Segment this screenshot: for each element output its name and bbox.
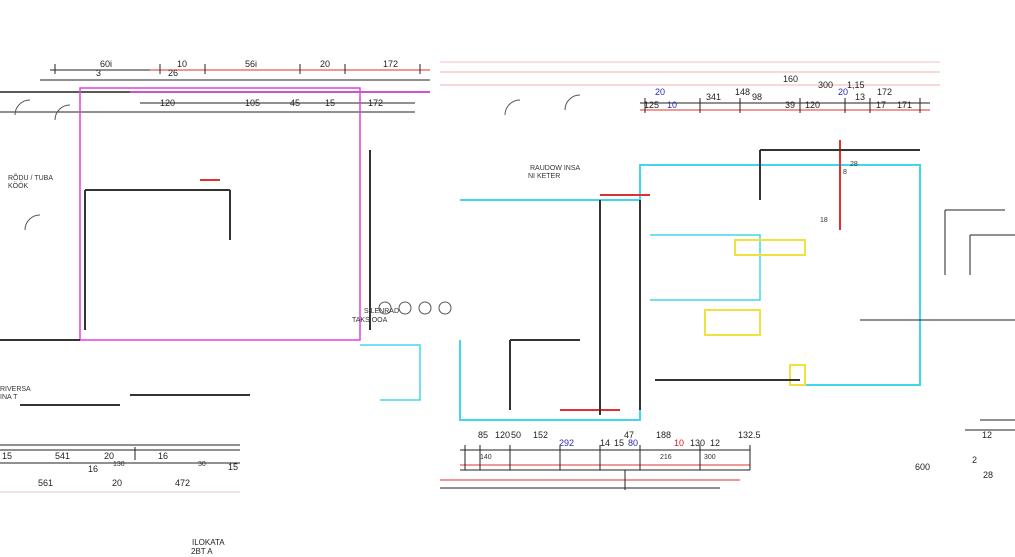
dim-label: 132.5 (738, 430, 761, 440)
dim-label: 188 (656, 430, 671, 440)
dim-label: 20 (655, 87, 665, 97)
plant-symbol (418, 301, 432, 315)
bottom-center-dimensions: 85 120 50 152 292 14 15 80 47 188 10 130… (478, 430, 761, 461)
dim-label: 47 (624, 430, 634, 440)
dim-label: 148 (735, 87, 750, 97)
dim-label: 341 (706, 92, 721, 102)
plan-linework (0, 61, 1015, 493)
room-label: NI KETER (528, 173, 560, 180)
yellow-marker (734, 239, 806, 256)
dim-label: 13 (855, 92, 865, 102)
door-swing-arc (564, 94, 581, 111)
dim-label: 3 (96, 68, 101, 78)
wall-outline (79, 87, 361, 341)
dim-label: 16 (158, 451, 168, 461)
dim-label: 541 (55, 451, 70, 461)
dim-label: 39 (785, 100, 795, 110)
dim-label: 16 (88, 464, 98, 474)
dim-label: 28 (850, 161, 858, 168)
door-swing-arc (54, 104, 71, 121)
room-labels: RÕDU / TUBA KÖÖK RIVERSA INA T SILENRAD … (0, 165, 581, 556)
dim-label: 17 (876, 100, 886, 110)
dim-label: 26 (168, 68, 178, 78)
dim-label: 8 (843, 169, 847, 176)
door-swing-arc (504, 99, 521, 116)
dim-label: 172 (368, 98, 383, 108)
dim-label: 12 (982, 430, 992, 440)
dim-label: 85 (478, 430, 488, 440)
dim-label: 152 (533, 430, 548, 440)
dim-label: 140 (480, 454, 492, 461)
plant-symbol (378, 301, 392, 315)
room-label: TAKS OOA (352, 317, 388, 324)
dim-label: 120 (495, 430, 510, 440)
cyan-outline (360, 344, 421, 401)
dim-label: 18 (820, 217, 828, 224)
dim-label: 561 (38, 478, 53, 488)
dim-label: 10 (667, 100, 677, 110)
dim-label: 10 (177, 59, 187, 69)
door-swing-arc (24, 214, 41, 231)
room-label: INA T (0, 394, 18, 401)
room-label: ILOKATA (192, 538, 225, 547)
top-right-dimensions: 160 300 1,15 172 148 341 98 20 125 10 39… (644, 74, 912, 110)
room-label: KÖÖK (8, 182, 29, 190)
plant-symbol (438, 301, 452, 315)
dim-label: 10 (674, 438, 684, 448)
dim-label: 20 (838, 87, 848, 97)
room-label: RIVERSA (0, 386, 31, 393)
dim-label: 30 (198, 461, 206, 468)
dim-label: 14 (600, 438, 610, 448)
right-dimensions: 28 8 18 12 600 28 2 (820, 161, 993, 480)
dim-label: 80 (628, 438, 638, 448)
dim-label: 1,15 (847, 80, 865, 90)
dim-label: 98 (752, 92, 762, 102)
dim-label: 171 (897, 100, 912, 110)
dim-label: 130 (113, 461, 125, 468)
dim-label: 20 (104, 451, 114, 461)
dim-label: 292 (559, 438, 574, 448)
room-label: SILENRAD (364, 308, 399, 315)
dim-label: 15 (614, 438, 624, 448)
top-left-dimensions: 60i 10 56i 20 172 26 3 120 105 45 15 172 (96, 59, 398, 108)
cyan-outline (650, 234, 761, 301)
dim-label: 15 (2, 451, 12, 461)
dim-label: 216 (660, 454, 672, 461)
dim-label: 130 (690, 438, 705, 448)
dim-label: 120 (805, 100, 820, 110)
dim-label: 300 (818, 80, 833, 90)
cyan-outline (459, 340, 641, 421)
door-swing-arc (14, 99, 31, 116)
dim-label: 120 (160, 98, 175, 108)
plant-symbol (398, 301, 412, 315)
yellow-marker (704, 309, 761, 336)
dim-label: 60i (100, 59, 112, 69)
dim-label: 15 (325, 98, 335, 108)
dim-label: 125 (644, 100, 659, 110)
cyan-outline (460, 164, 921, 386)
room-label: RÕDU / TUBA (8, 173, 53, 182)
dim-label: 45 (290, 98, 300, 108)
bottom-left-dimensions: 541 20 130 16 15 561 472 20 16 30 15 (2, 451, 238, 488)
dim-label: 600 (915, 462, 930, 472)
dim-label: 300 (704, 454, 716, 461)
room-label: RAUDOW INSA (530, 165, 581, 172)
room-label: 2BT A (191, 547, 213, 556)
yellow-marker (789, 364, 806, 386)
dim-label: 20 (320, 59, 330, 69)
dim-label: 172 (383, 59, 398, 69)
dim-label: 20 (112, 478, 122, 488)
dim-label: 56i (245, 59, 257, 69)
dim-label: 28 (983, 470, 993, 480)
dim-label: 472 (175, 478, 190, 488)
dim-label: 50 (511, 430, 521, 440)
dim-label: 12 (710, 438, 720, 448)
dim-label: 15 (228, 462, 238, 472)
dim-label: 160 (783, 74, 798, 84)
dim-label: 2 (972, 455, 977, 465)
dim-label: 172 (877, 87, 892, 97)
dim-label: 105 (245, 98, 260, 108)
